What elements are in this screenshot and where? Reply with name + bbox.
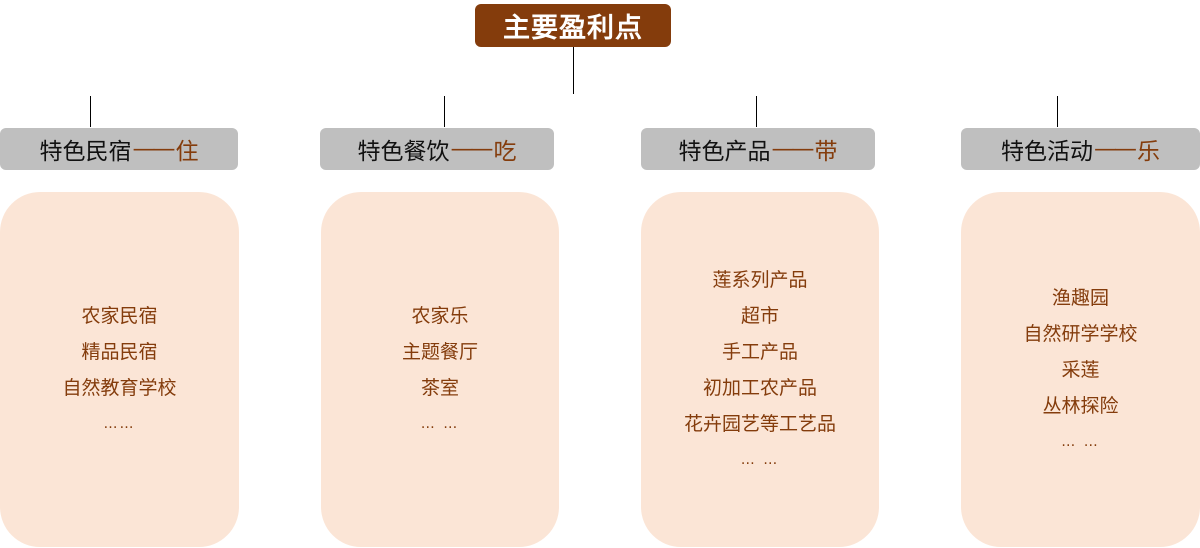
category-card-lodging: 农家民宿 精品民宿 自然教育学校 …… — [0, 192, 239, 547]
category-label-lodging: 特色民宿——住 — [0, 128, 238, 170]
list-item: 茶室 — [420, 376, 459, 399]
category-card-activities: 渔趣园 自然研学学校 采莲 丛林探险 … … — [961, 192, 1200, 547]
category-name: 特色餐饮 — [357, 139, 450, 165]
list-item: 自然教育学校 — [62, 376, 177, 399]
list-item: 渔趣园 — [1051, 286, 1109, 309]
ellipsis: … … — [1061, 433, 1100, 450]
dash-separator: —— — [132, 136, 176, 162]
category-key: 带 — [814, 139, 838, 165]
list-item: 手工产品 — [721, 340, 798, 363]
category-label-dining: 特色餐饮——吃 — [320, 128, 554, 170]
category-name: 特色活动 — [1001, 139, 1093, 165]
list-item: 精品民宿 — [81, 340, 158, 363]
category-card-dining: 农家乐 主题餐厅 茶室 … … — [321, 192, 559, 547]
list-item: 主题餐厅 — [401, 340, 478, 363]
category-key: 乐 — [1137, 139, 1160, 165]
title-connector — [573, 47, 574, 94]
category-name: 特色产品 — [678, 139, 771, 165]
category-key: 吃 — [493, 139, 517, 165]
dash-separator: —— — [450, 136, 494, 162]
ellipsis: … … — [740, 451, 780, 468]
list-item: 农家民宿 — [81, 304, 158, 327]
category-card-products: 莲系列产品 超市 手工产品 初加工农产品 花卉园艺等工艺品 … … — [641, 192, 879, 547]
dash-separator: —— — [771, 136, 815, 162]
list-item: 自然研学学校 — [1023, 322, 1138, 345]
ellipsis: …… — [103, 415, 136, 432]
category-key: 住 — [175, 139, 199, 165]
connector-stub-3 — [756, 96, 757, 127]
category-label-products: 特色产品——带 — [641, 128, 875, 170]
connector-stub-4 — [1057, 96, 1058, 127]
ellipsis: … … — [420, 415, 460, 432]
dash-separator: —— — [1094, 136, 1137, 162]
category-label-activities: 特色活动——乐 — [961, 128, 1200, 170]
list-item: 丛林探险 — [1042, 394, 1119, 417]
list-item: 超市 — [740, 304, 779, 327]
list-item: 采莲 — [1061, 358, 1100, 381]
connector-stub-2 — [444, 96, 445, 127]
list-item: 初加工农产品 — [702, 376, 817, 399]
diagram-title: 主要盈利点 — [475, 4, 671, 47]
list-item: 花卉园艺等工艺品 — [683, 412, 836, 435]
category-name: 特色民宿 — [39, 139, 132, 165]
list-item: 农家乐 — [411, 304, 469, 327]
connector-stub-1 — [90, 96, 91, 127]
list-item: 莲系列产品 — [712, 268, 808, 291]
